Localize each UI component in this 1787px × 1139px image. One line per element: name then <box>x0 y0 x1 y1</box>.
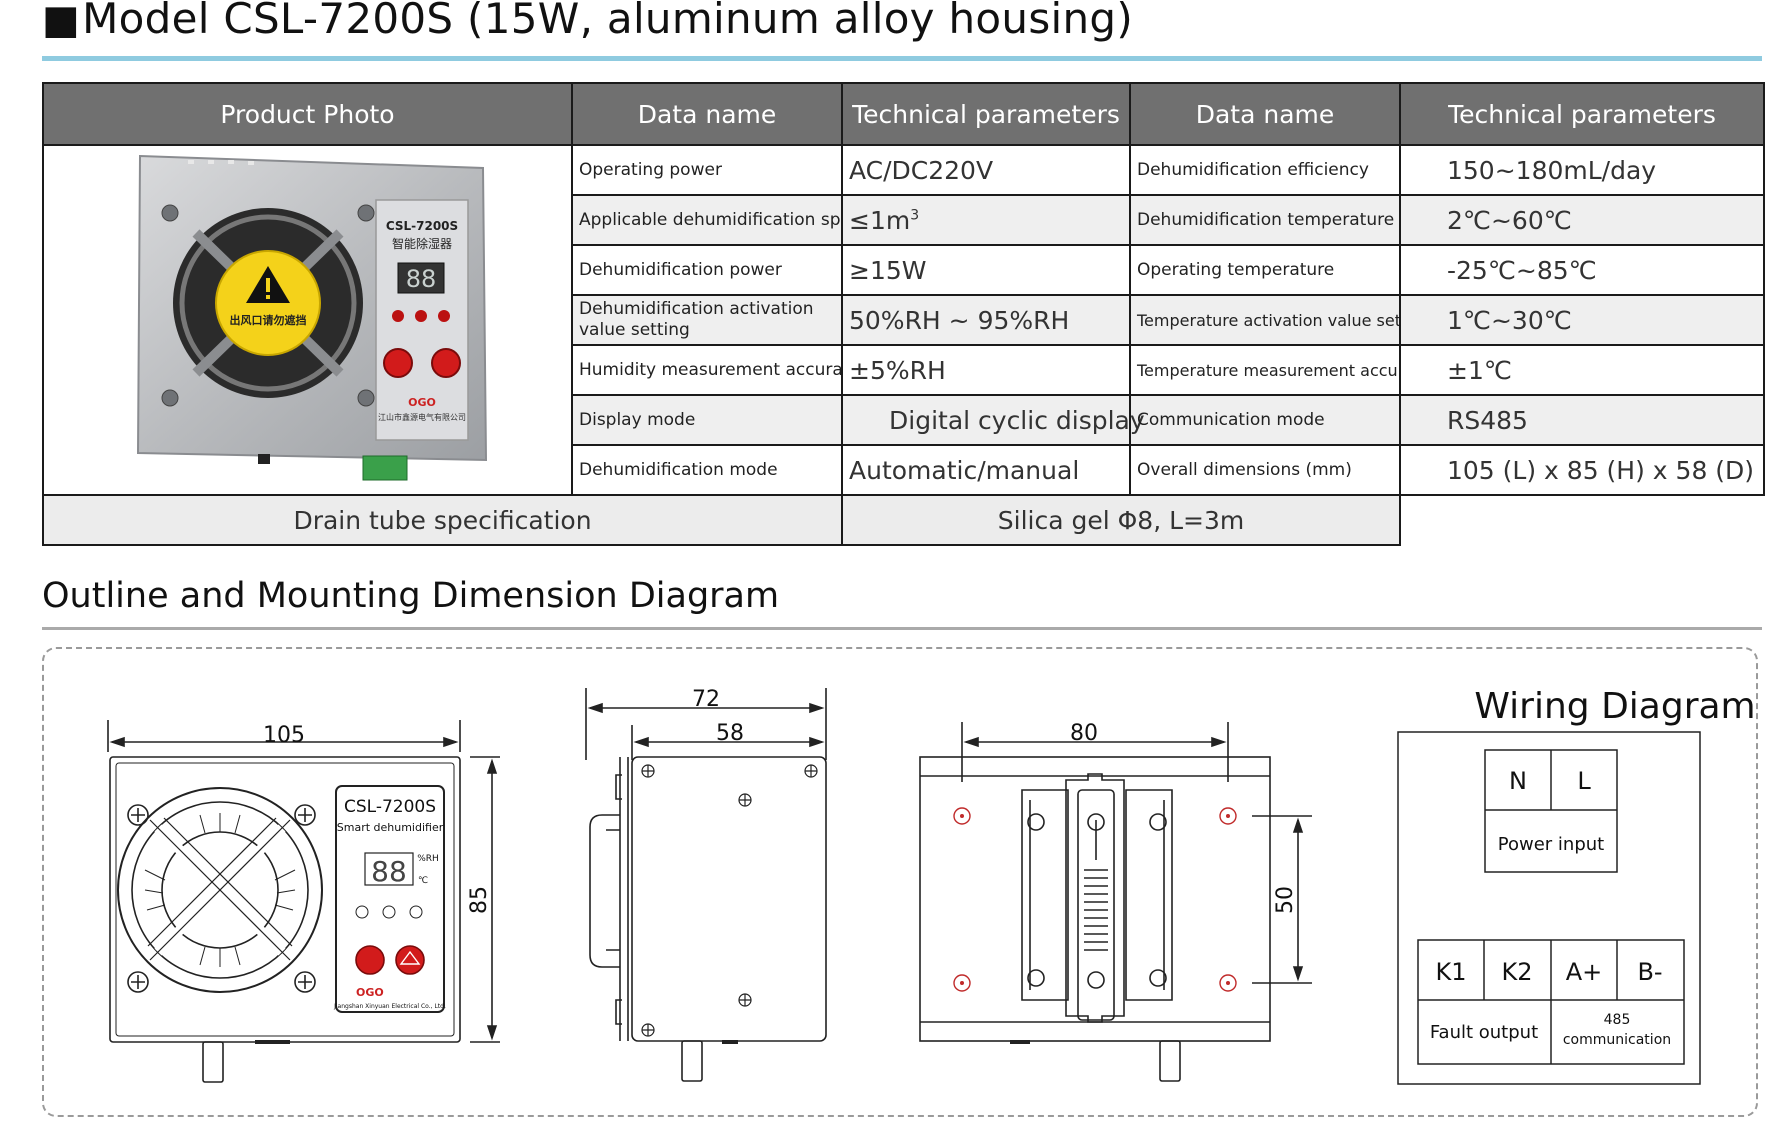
data-name-dehumidification-mode: Dehumidification mode <box>571 444 843 496</box>
data-name-dehumidification-power: Dehumidification power <box>571 244 843 296</box>
product-photo-cell: 出风口请勿遮挡 CSL-7200S 智能除湿器 88 <box>42 144 573 496</box>
data-name-dehumidification-efficiency: Dehumidification efficiency <box>1129 144 1401 196</box>
data-name-dehumidification-temperature: Dehumidification temperature <box>1129 194 1401 246</box>
data-name-overall-dimensions: Overall dimensions (mm) <box>1129 444 1401 496</box>
value-dehumidification-efficiency: 150~180mL/day <box>1399 144 1765 196</box>
value-applicable-space-base: ≤1m <box>849 205 911 235</box>
photo-warning-text: 出风口请勿遮挡 <box>229 313 306 327</box>
value-display-mode: Digital cyclic display <box>841 394 1145 446</box>
photo-display: 88 <box>405 265 436 293</box>
table-row: Dehumidification activation value settin… <box>43 294 1765 346</box>
photo-company: 江山市鑫源电气有限公司 <box>378 412 466 422</box>
table-row: Dehumidification mode Automatic/manual O… <box>43 444 1765 496</box>
data-name-temperature-activation: Temperature activation value setting <box>1129 294 1401 346</box>
spec-table-header: Product Photo Data name Technical parame… <box>42 82 1765 146</box>
data-name-communication-mode: Communication mode <box>1129 394 1401 446</box>
drain-tube-label: Drain tube specification <box>42 494 843 546</box>
product-photo: 出风口请勿遮挡 CSL-7200S 智能除湿器 88 <box>136 154 487 481</box>
value-temperature-activation: 1℃~30℃ <box>1399 294 1765 346</box>
value-activation-value: 50%RH ~ 95%RH <box>841 294 1131 346</box>
value-applicable-space-sup: 3 <box>910 207 920 224</box>
header-product-photo: Product Photo <box>42 82 573 146</box>
value-humidity-accuracy: ±5%RH <box>841 344 1131 396</box>
header-data-name-right: Data name <box>1129 82 1401 146</box>
section-title-outline: Outline and Mounting Dimension Diagram <box>42 576 780 616</box>
photo-model-label: CSL-7200S <box>385 219 457 233</box>
spec-table: Product Photo Data name Technical parame… <box>42 82 1765 546</box>
table-row: Applicable dehumidification space ≤1m3 D… <box>43 194 1765 246</box>
value-operating-power: AC/DC220V <box>841 144 1131 196</box>
header-data-name-left: Data name <box>571 82 843 146</box>
value-overall-dimensions: 105 (L) x 85 (H) x 58 (D) <box>1399 444 1765 496</box>
value-temperature-accuracy: ±1℃ <box>1399 344 1765 396</box>
value-operating-temperature: -25℃~85℃ <box>1399 244 1765 296</box>
data-name-display-mode: Display mode <box>571 394 843 446</box>
table-row: 出风口请勿遮挡 CSL-7200S 智能除湿器 88 <box>42 144 1765 496</box>
value-applicable-space: ≤1m3 <box>841 194 1131 246</box>
value-dehumidification-power: ≥15W <box>841 244 1131 296</box>
data-name-operating-power: Operating power <box>571 144 843 196</box>
title-bullet: ■ <box>42 0 81 43</box>
dimension-diagram-frame <box>42 647 1758 1117</box>
data-name-operating-temperature: Operating temperature <box>1129 244 1401 296</box>
data-name-activation-value: Dehumidification activation value settin… <box>571 294 843 346</box>
table-row: Drain tube specification Silica gel Φ8, … <box>42 494 1764 546</box>
header-tech-params-left: Technical parameters <box>841 82 1131 146</box>
header-tech-params-right: Technical parameters <box>1399 82 1765 146</box>
data-name-applicable-space: Applicable dehumidification space <box>571 194 843 246</box>
value-dehumidification-temperature: 2℃~60℃ <box>1399 194 1765 246</box>
drain-tube-value: Silica gel Φ8, L=3m <box>841 494 1401 546</box>
photo-brand: OGO <box>408 396 436 409</box>
table-row: Humidity measurement accuracy ±5%RH Temp… <box>43 344 1765 396</box>
page-title-text: Model CSL-7200S (15W, aluminum alloy hou… <box>82 0 1134 43</box>
title-underline <box>42 56 1762 61</box>
table-row: Display mode Digital cyclic display Comm… <box>43 394 1765 446</box>
value-communication-mode: RS485 <box>1399 394 1765 446</box>
data-name-temperature-accuracy: Temperature measurement accuracy <box>1129 344 1401 396</box>
page-title: ■Model CSL-7200S (15W, aluminum alloy ho… <box>42 0 1133 43</box>
photo-cn-name: 智能除湿器 <box>391 236 451 251</box>
data-name-humidity-accuracy: Humidity measurement accuracy <box>571 344 843 396</box>
value-dehumidification-mode: Automatic/manual <box>841 444 1131 496</box>
table-row: Dehumidification power ≥15W Operating te… <box>43 244 1765 296</box>
section-underline <box>42 627 1762 630</box>
